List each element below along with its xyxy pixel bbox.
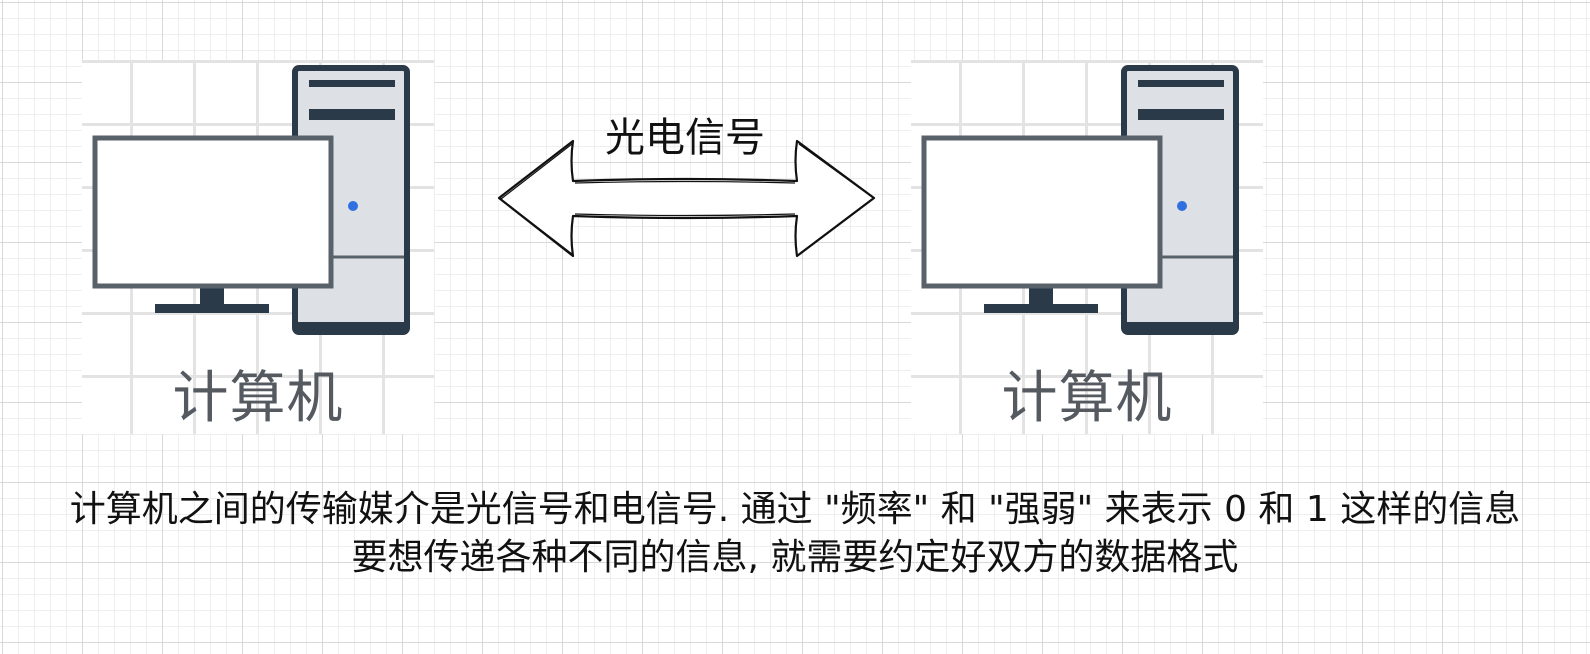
diagram-caption: 计算机之间的传输媒介是光信号和电信号. 通过 "频率" 和 "强弱" 来表示 0… [0,486,1590,582]
caption-line-2: 要想传递各种不同的信息, 就需要约定好双方的数据格式 [351,537,1239,578]
computer-node-left: 计算机 [82,60,434,434]
desktop-computer-icon [92,65,410,335]
desktop-computer-icon [921,65,1239,335]
edge-label: 光电信号 [605,115,765,161]
computer-node-right: 计算机 [911,60,1263,434]
computer-label: 计算机 [172,366,344,431]
caption-line-1: 计算机之间的传输媒介是光信号和电信号. 通过 "频率" 和 "强弱" 来表示 0… [69,489,1521,530]
computer-label: 计算机 [1001,366,1173,431]
double-headed-arrow-icon [497,139,876,258]
